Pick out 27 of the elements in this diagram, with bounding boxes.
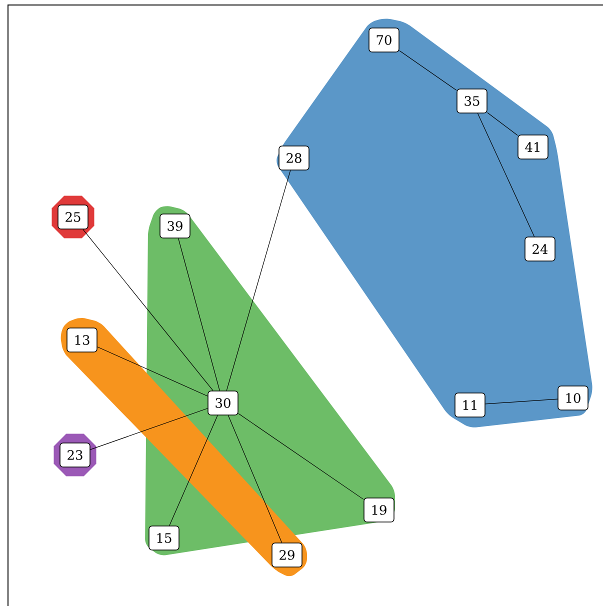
- number-box: 24: [524, 236, 556, 262]
- edge-line: [477, 113, 535, 237]
- number-box: 23: [60, 442, 90, 468]
- edge-line: [97, 346, 208, 396]
- edge-line: [90, 408, 208, 450]
- edge-line: [82, 229, 214, 391]
- number-box: 35: [456, 88, 488, 114]
- number-box: 28: [278, 146, 310, 170]
- number-box: 15: [148, 526, 180, 550]
- edge-line: [487, 112, 518, 136]
- number-box: 13: [66, 328, 98, 352]
- number-box: 29: [272, 542, 302, 568]
- edge-line: [399, 50, 457, 91]
- edge-line: [485, 398, 558, 404]
- edge-line: [238, 413, 364, 500]
- number-box: 10: [558, 386, 588, 410]
- number-box: 39: [160, 214, 190, 238]
- edge-line: [169, 415, 218, 526]
- number-box: 25: [58, 204, 88, 230]
- number-box: 70: [368, 28, 400, 52]
- number-box: 41: [518, 134, 548, 160]
- edge-line: [178, 238, 220, 391]
- edge-line: [228, 415, 282, 543]
- number-box: 19: [364, 498, 394, 522]
- edge-line: [226, 170, 291, 391]
- number-box: 30: [208, 390, 238, 416]
- number-box: 11: [454, 392, 486, 418]
